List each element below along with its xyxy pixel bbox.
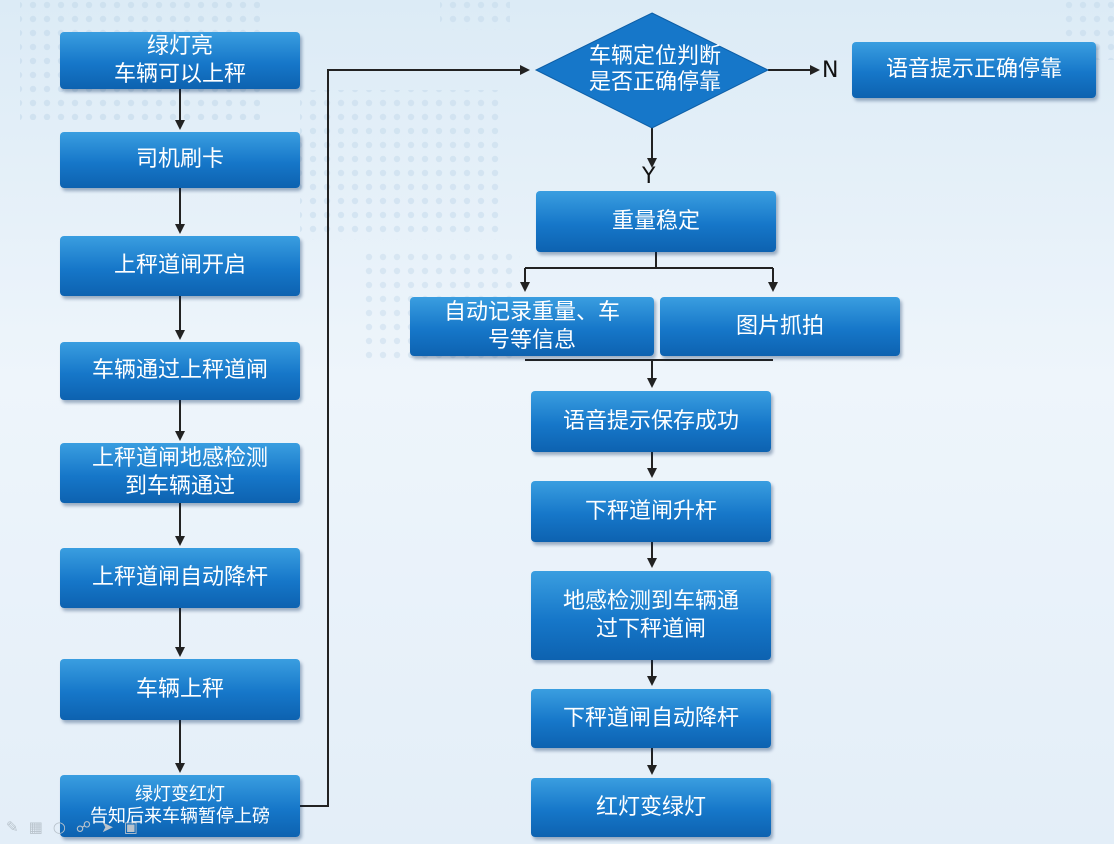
circle-icon[interactable]: ○	[52, 818, 66, 836]
yes-label: Y	[642, 164, 656, 189]
no-label: N	[822, 58, 839, 83]
step-weight-stable: 重量稳定	[536, 191, 776, 252]
step-voice-save-success: 语音提示保存成功	[531, 391, 771, 452]
step-green-light: 绿灯亮 车辆可以上秤	[60, 32, 300, 89]
step-entry-gate-open: 上秤道闸开启	[60, 236, 300, 296]
faint-toolbar: ✎ ▦ ○ ☍ ➤ ▣	[6, 818, 138, 836]
step-auto-record-info: 自动记录重量、车 号等信息	[410, 297, 654, 356]
decision-diamond	[534, 12, 770, 129]
step-voice-correct-parking: 语音提示正确停靠	[852, 42, 1096, 98]
step-exit-gate-raise: 下秤道闸升杆	[531, 481, 771, 542]
step-vehicle-pass-entry-gate: 车辆通过上秤道闸	[60, 342, 300, 400]
step-entry-gate-auto-lower: 上秤道闸自动降杆	[60, 548, 300, 608]
step-light-turns-red: 绿灯变红灯 告知后来车辆暂停上磅	[60, 775, 300, 837]
step-driver-swipe-card: 司机刷卡	[60, 132, 300, 188]
pen-icon[interactable]: ✎	[6, 818, 19, 836]
step-capture-photo: 图片抓拍	[660, 297, 900, 356]
cursor-icon[interactable]: ➤	[101, 818, 114, 836]
step-red-to-green: 红灯变绿灯	[531, 778, 771, 837]
step-vehicle-on-scale: 车辆上秤	[60, 659, 300, 720]
step-entry-gate-sensor-detect: 上秤道闸地感检测 到车辆通过	[60, 443, 300, 503]
screen-icon[interactable]: ▣	[123, 818, 138, 836]
step-exit-sensor-detect: 地感检测到车辆通 过下秤道闸	[531, 571, 771, 660]
link-icon[interactable]: ☍	[75, 818, 92, 836]
grid-icon[interactable]: ▦	[28, 818, 43, 836]
decision-label: 车辆定位判断 是否正确停靠	[588, 44, 721, 95]
step-exit-gate-auto-lower: 下秤道闸自动降杆	[531, 689, 771, 748]
